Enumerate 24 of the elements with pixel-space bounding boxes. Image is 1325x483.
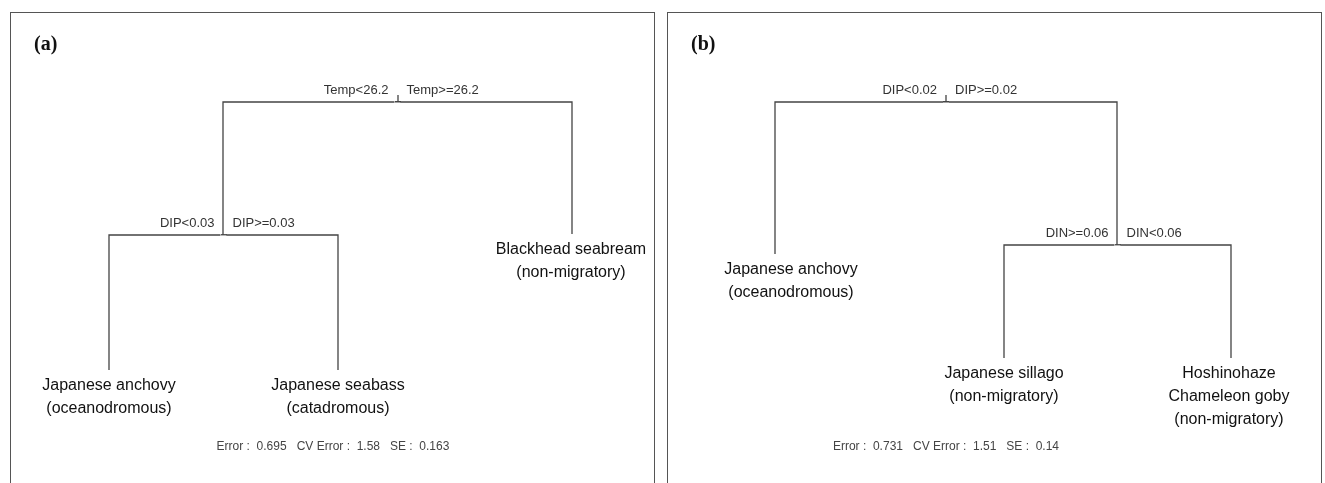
split-label: Temp<26.2 [322, 82, 390, 98]
tree-branch [1119, 244, 1232, 359]
leaf-label: Blackhead seabream (non-migratory) [486, 237, 656, 283]
leaf-label: Hoshinohaze Chameleon goby (non-migratory) [1159, 361, 1299, 430]
tree-branch [225, 234, 339, 371]
tree-branch [948, 101, 1118, 246]
leaf-label: Japanese sillago (non-migratory) [929, 361, 1079, 407]
tree-branch [399, 101, 573, 235]
panel-frame [667, 12, 1322, 483]
leaf-label: Japanese anchovy (oceanodromous) [706, 257, 876, 303]
error-stats: Error : 0.731 CV Error : 1.51 SE : 0.14 [832, 439, 1060, 454]
tree-branch [1003, 244, 1116, 359]
split-point [394, 95, 401, 103]
panel-frame [10, 12, 655, 483]
tree-branch [774, 101, 944, 255]
split-label: Temp>=26.2 [405, 82, 480, 98]
leaf-label: Japanese seabass (catadromous) [253, 373, 423, 419]
panel-label: (a) [34, 31, 58, 55]
tree-branch [108, 234, 222, 371]
error-stats: Error : 0.695 CV Error : 1.58 SE : 0.163 [216, 439, 450, 454]
panel-label: (b) [691, 31, 716, 55]
split-point [943, 95, 949, 103]
tree-branch [222, 101, 396, 236]
leaf-label: Japanese anchovy (oceanodromous) [24, 373, 194, 419]
